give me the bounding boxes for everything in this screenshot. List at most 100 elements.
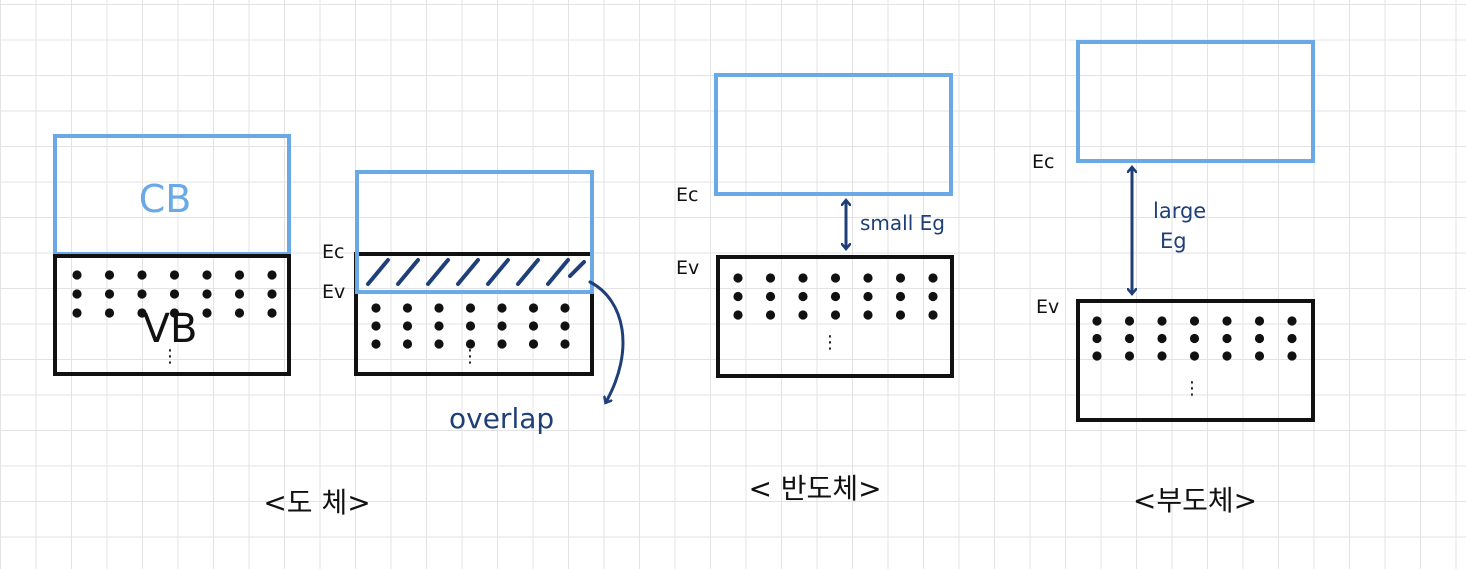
ec-label: Ec	[322, 241, 344, 263]
electron-dot	[765, 310, 776, 320]
electron-dot	[497, 303, 507, 313]
electron-dot	[1254, 351, 1265, 361]
ellipsis-mark: ⋮	[461, 346, 479, 367]
electron-dot	[1189, 316, 1200, 326]
electron-dot	[234, 308, 245, 318]
electron-dot	[733, 310, 743, 320]
electron-dot	[169, 270, 180, 280]
electron-dot	[1092, 333, 1102, 344]
electron-dot	[928, 310, 938, 320]
electron-dot	[560, 303, 570, 313]
electron-dot	[72, 270, 82, 280]
electron-dot	[137, 289, 147, 299]
electron-dot	[497, 321, 507, 331]
electron-dot	[1189, 351, 1200, 361]
electron-dot	[1189, 333, 1200, 344]
electron-dot	[560, 339, 570, 349]
conduction-band-box	[714, 73, 953, 196]
electron-dots	[72, 270, 277, 318]
electron-dot	[830, 273, 841, 283]
electron-dot	[1254, 333, 1265, 344]
electron-dot	[528, 339, 539, 349]
electron-dot	[798, 273, 808, 283]
conductor-b-diagram: ⋮ Ec Ev overlap	[322, 170, 625, 435]
electron-dot	[72, 289, 82, 299]
electron-dot	[137, 308, 147, 318]
electron-dot	[895, 291, 906, 302]
insulator-diagram: Ec Ev large Eg ⋮ <부도체>	[1032, 40, 1315, 517]
electron-dot	[465, 321, 476, 331]
conductor-a-diagram: CB VB ⋮	[53, 134, 291, 376]
electron-dots	[733, 273, 938, 320]
conduction-band-box	[1076, 40, 1315, 163]
electron-dot	[434, 339, 444, 349]
electron-dot	[863, 273, 873, 283]
electron-dot	[1287, 333, 1297, 344]
electron-dots	[371, 303, 570, 349]
electron-dot	[863, 310, 873, 320]
electron-dot	[104, 270, 115, 280]
electron-dot	[928, 291, 938, 302]
electron-dot	[202, 308, 212, 318]
electron-dot	[169, 289, 180, 299]
vb-label: VB	[143, 306, 198, 352]
semiconductor-caption: < 반도체>	[748, 472, 881, 505]
valence-band-box	[716, 255, 954, 378]
electron-dot	[1254, 316, 1265, 326]
electron-dot	[1124, 351, 1135, 361]
cb-label: CB	[139, 177, 192, 221]
overlap-arrow	[588, 280, 625, 402]
ev-label: Ev	[676, 257, 699, 279]
electron-dot	[1222, 333, 1232, 344]
electron-dot	[434, 303, 444, 313]
electron-dot	[1092, 351, 1102, 361]
valence-band-box	[1076, 299, 1315, 422]
gap-label-line2: Eg	[1160, 229, 1187, 253]
electron-dot	[798, 291, 808, 302]
electron-dot	[798, 310, 808, 320]
overlap-label: overlap	[449, 402, 554, 435]
electron-dot	[402, 321, 413, 331]
electron-dot	[1222, 316, 1232, 326]
electron-dot	[733, 291, 743, 302]
electron-dot	[1092, 316, 1102, 326]
electron-dot	[465, 339, 476, 349]
electron-dot	[137, 270, 147, 280]
electron-dot	[895, 310, 906, 320]
electron-dot	[465, 303, 476, 313]
electron-dot	[267, 270, 277, 280]
electron-dot	[1157, 333, 1167, 344]
ev-label: Ev	[1036, 296, 1059, 318]
electron-dot	[1287, 316, 1297, 326]
electron-dot	[528, 321, 539, 331]
electron-dot	[497, 339, 507, 349]
electron-dot	[72, 308, 82, 318]
electron-dot	[1287, 351, 1297, 361]
ec-label: Ec	[676, 184, 698, 206]
electron-dot	[765, 273, 776, 283]
electron-dot	[895, 273, 906, 283]
ellipsis-mark: ⋮	[1183, 378, 1201, 399]
electron-dot	[560, 321, 570, 331]
ellipsis-mark: ⋮	[821, 332, 839, 353]
electron-dot	[202, 289, 212, 299]
electron-dot	[830, 310, 841, 320]
electron-dot	[104, 308, 115, 318]
electron-dot	[371, 321, 381, 331]
electron-dot	[267, 289, 277, 299]
overlap-hatch	[366, 258, 586, 286]
electron-dot	[234, 289, 245, 299]
electron-dot	[267, 308, 277, 318]
electron-dot	[169, 308, 180, 318]
electron-dot	[402, 339, 413, 349]
electron-dot	[1157, 351, 1167, 361]
electron-dot	[830, 291, 841, 302]
ec-label: Ec	[1032, 151, 1054, 173]
valence-band-box	[53, 254, 291, 376]
electron-dot	[1157, 316, 1167, 326]
gap-label: small Eg	[860, 211, 945, 235]
conductor-caption: <도 체>	[263, 486, 370, 519]
semiconductor-diagram: Ec Ev small Eg ⋮ < 반도체>	[676, 73, 954, 505]
electron-dot	[733, 273, 743, 283]
